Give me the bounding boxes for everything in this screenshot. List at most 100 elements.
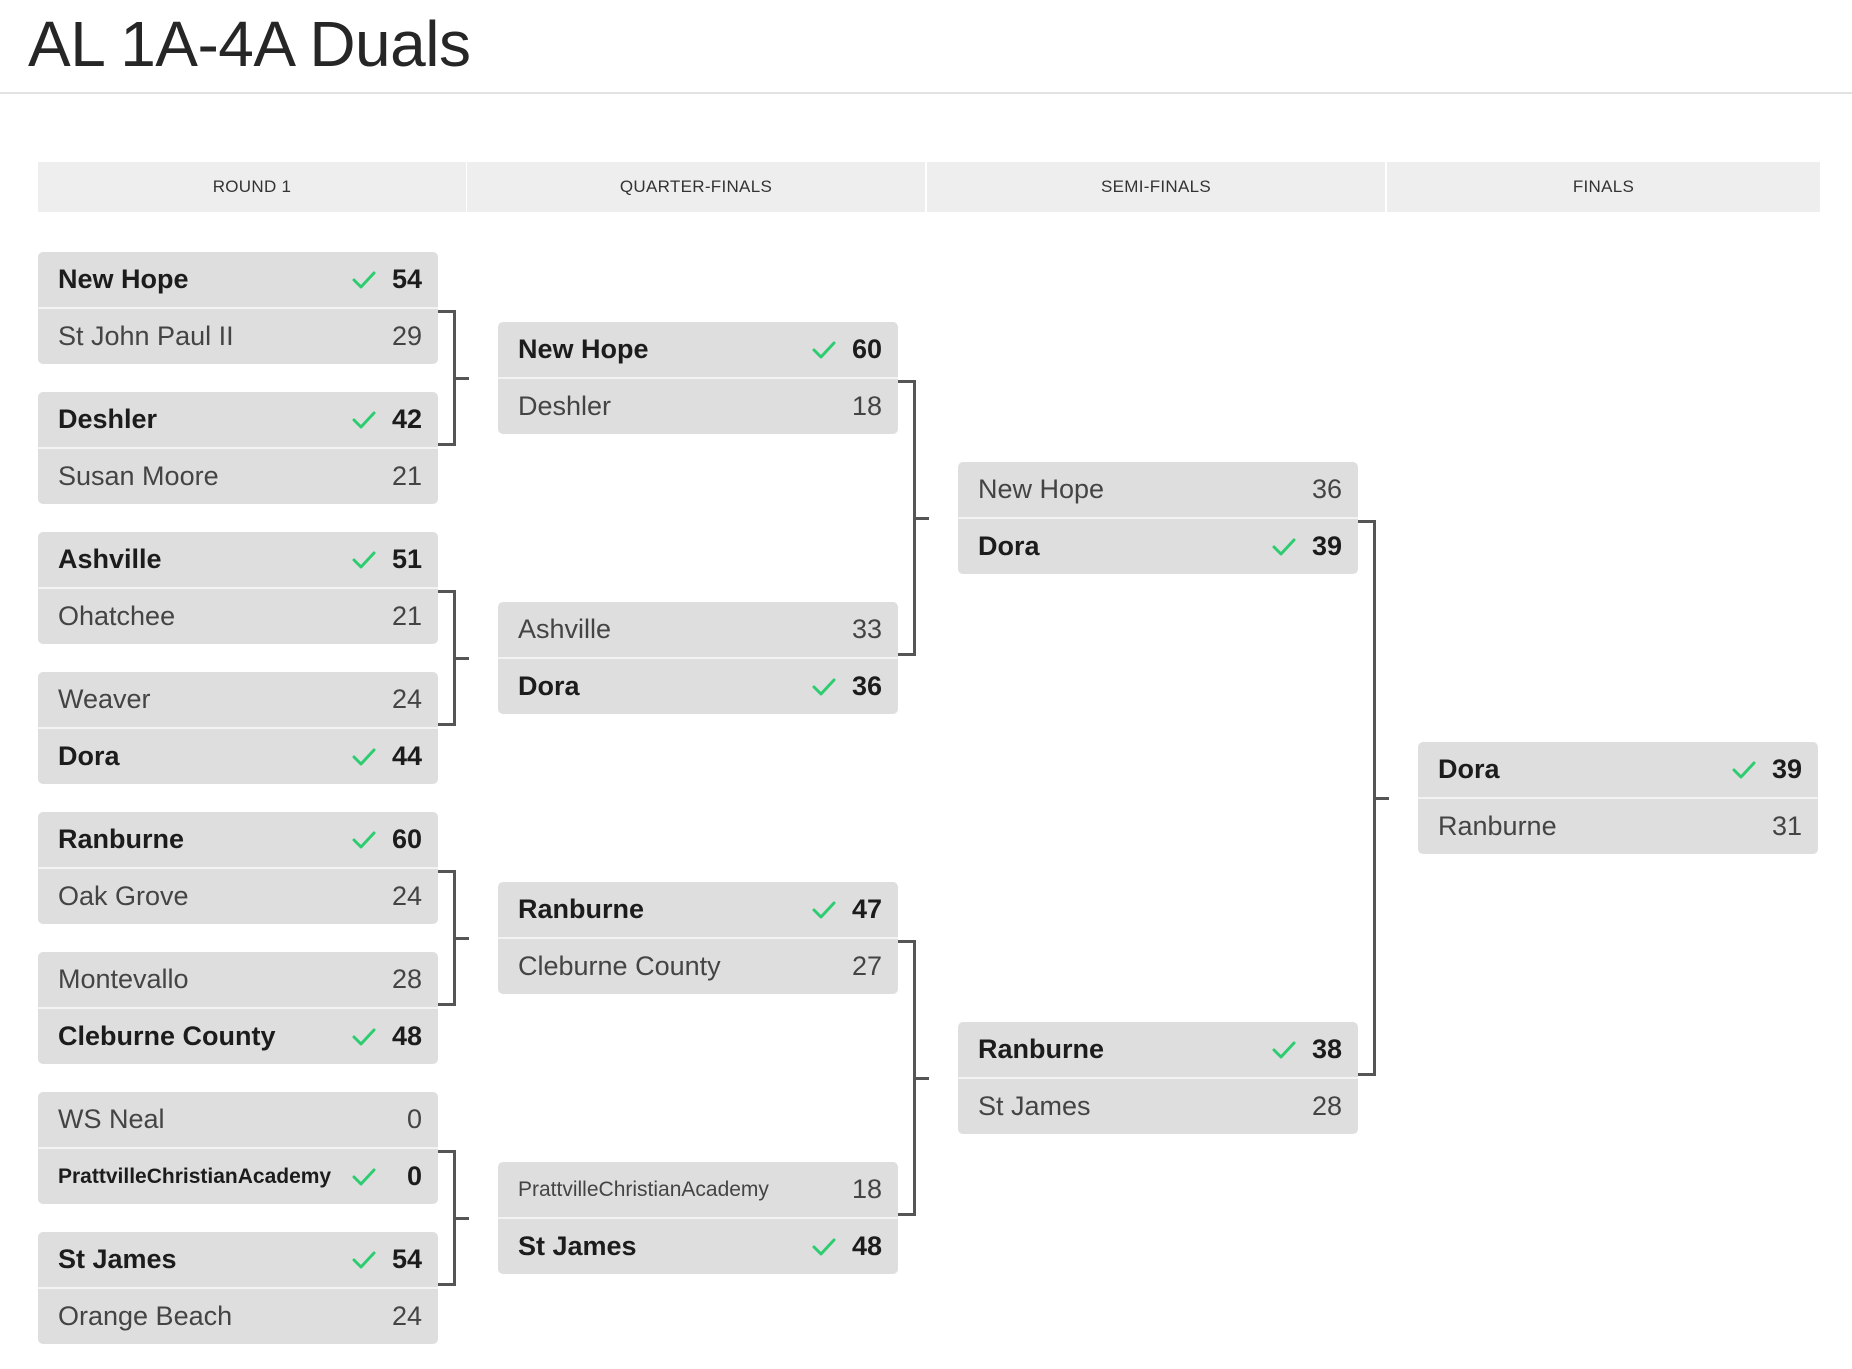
team-score: 60 xyxy=(851,334,882,364)
team-name: Montevallo xyxy=(58,964,189,994)
team-score: 28 xyxy=(391,964,422,994)
team-name: Oak Grove xyxy=(58,881,189,911)
team-name: Ranburne xyxy=(58,824,185,854)
team-row[interactable]: St John Paul II 29 xyxy=(38,309,438,364)
team-row[interactable]: Montevallo 28 xyxy=(38,952,438,1007)
team-name: Dora xyxy=(58,741,120,771)
team-name: Susan Moore xyxy=(58,461,219,491)
team-name: St John Paul II xyxy=(58,321,234,351)
team-row[interactable]: Cleburne County 27 xyxy=(498,939,898,994)
team-row[interactable]: Susan Moore 21 xyxy=(38,449,438,504)
team-name: WS Neal xyxy=(58,1104,165,1134)
checkmark-icon xyxy=(804,895,844,925)
team-name: Ashville xyxy=(518,614,612,644)
team-name: Deshler xyxy=(58,404,158,434)
team-score: 31 xyxy=(1771,811,1802,841)
team-name: Cleburne County xyxy=(518,951,721,981)
team-row[interactable]: Oak Grove 24 xyxy=(38,869,438,924)
checkmark-icon xyxy=(344,742,384,772)
team-score: 60 xyxy=(391,824,422,854)
checkmark-icon xyxy=(1264,532,1304,562)
checkmark-icon xyxy=(344,825,384,855)
team-score: 29 xyxy=(391,321,422,351)
row-divider xyxy=(38,867,438,869)
team-name: Ranburne xyxy=(518,894,645,924)
checkmark-icon xyxy=(804,1232,844,1262)
row-divider xyxy=(38,307,438,309)
team-name: Dora xyxy=(1438,754,1500,784)
team-score: 39 xyxy=(1311,531,1342,561)
team-name: Cleburne County xyxy=(58,1021,276,1051)
team-score: 36 xyxy=(1311,474,1342,504)
checkmark-icon xyxy=(344,545,384,575)
team-score: 33 xyxy=(851,614,882,644)
team-score: 38 xyxy=(1311,1034,1342,1064)
team-score: 54 xyxy=(391,1244,422,1274)
team-row[interactable]: St James 54 xyxy=(38,1232,438,1287)
bracket-connector-stub xyxy=(453,937,469,940)
row-divider xyxy=(38,1287,438,1289)
row-divider xyxy=(38,1147,438,1149)
team-name: New Hope xyxy=(58,264,189,294)
bracket-connector-stub xyxy=(1373,797,1389,800)
team-name: St James xyxy=(978,1091,1091,1121)
team-name: St James xyxy=(518,1231,637,1261)
round-header-round-1: ROUND 1 xyxy=(38,162,466,212)
team-name: PrattvilleChristianAcademy xyxy=(518,1177,769,1201)
team-name: Ranburne xyxy=(1438,811,1557,841)
checkmark-icon xyxy=(344,1162,384,1192)
title-divider xyxy=(0,92,1852,94)
team-row[interactable]: Deshler 18 xyxy=(498,379,898,434)
team-score: 0 xyxy=(406,1104,422,1134)
team-score: 36 xyxy=(851,671,882,701)
page-title: AL 1A-4A Duals xyxy=(28,8,471,80)
team-row[interactable]: St James 28 xyxy=(958,1079,1358,1134)
team-score: 18 xyxy=(851,391,882,421)
team-score: 28 xyxy=(1311,1091,1342,1121)
team-score: 27 xyxy=(851,951,882,981)
bracket-connector-stub xyxy=(453,657,469,660)
team-score: 24 xyxy=(391,881,422,911)
bracket-connector-stub xyxy=(453,377,469,380)
bracket-connector-stub xyxy=(913,1077,929,1080)
team-score: 51 xyxy=(391,544,422,574)
team-score: 24 xyxy=(391,1301,422,1331)
team-row[interactable]: Ranburne 60 xyxy=(38,812,438,867)
row-divider xyxy=(958,517,1358,519)
row-divider xyxy=(958,1077,1358,1079)
team-name: St James xyxy=(58,1244,177,1274)
team-score: 21 xyxy=(391,461,422,491)
row-divider xyxy=(1418,797,1818,799)
checkmark-icon xyxy=(1264,1035,1304,1065)
team-row[interactable]: Ranburne 31 xyxy=(1418,799,1818,854)
team-row[interactable]: Ashville 33 xyxy=(498,602,898,657)
team-name: Deshler xyxy=(518,391,612,421)
team-row[interactable]: WS Neal 0 xyxy=(38,1092,438,1147)
